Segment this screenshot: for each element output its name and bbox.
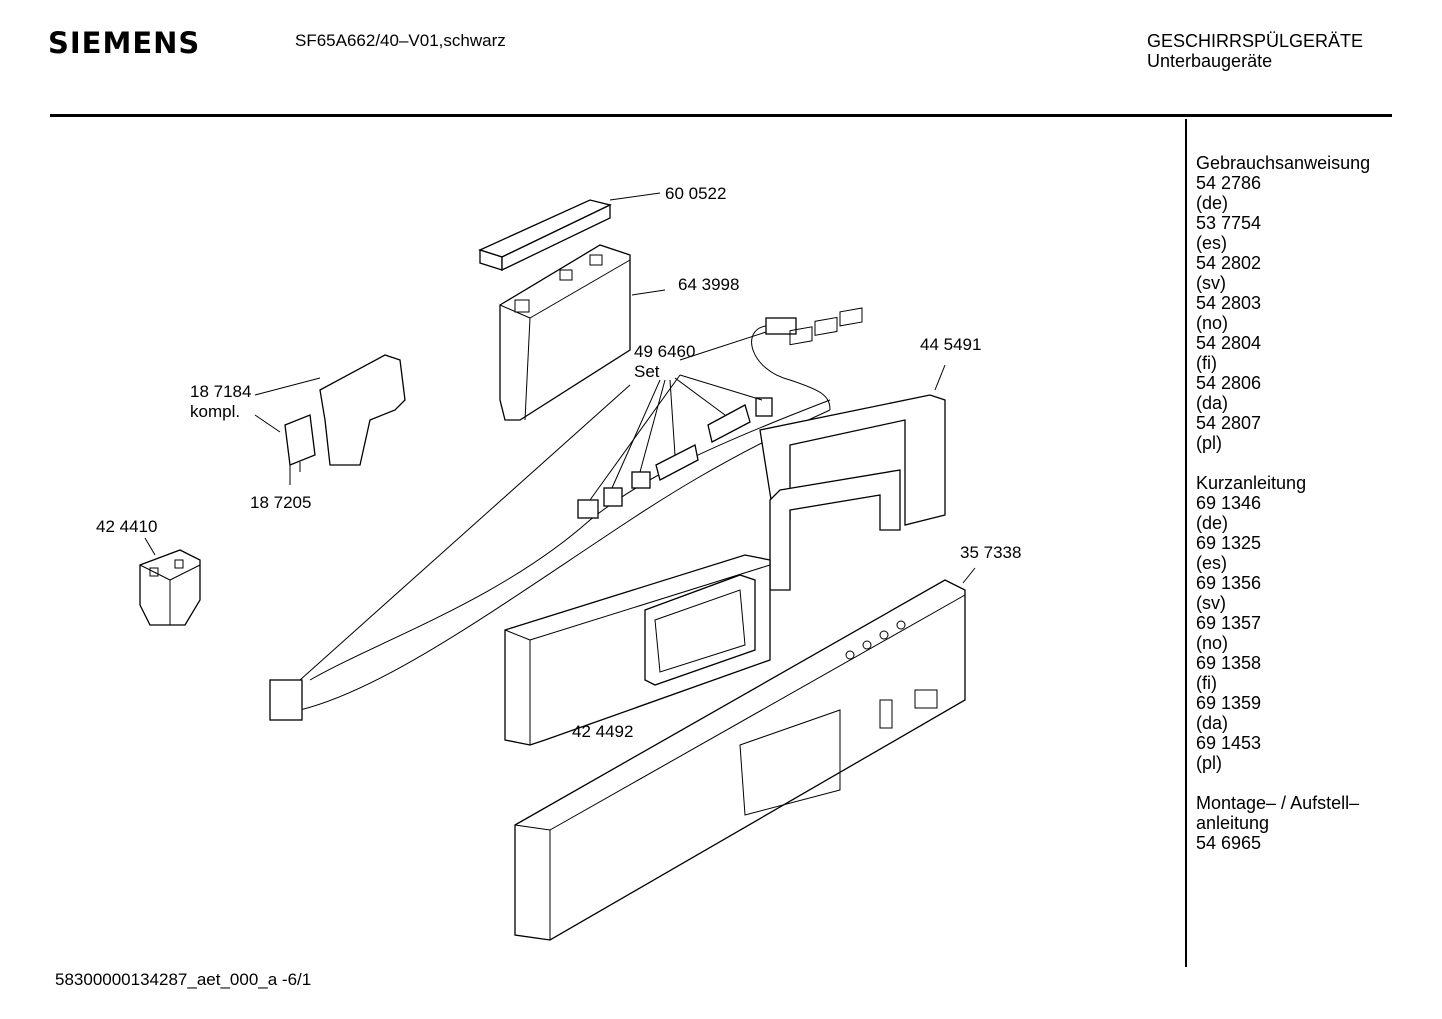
doc-language: (es) [1196,553,1227,573]
doc-language: (no) [1196,633,1229,653]
doc-number: 69 1453 [1196,733,1262,753]
doc-language: (fi) [1196,353,1217,373]
callout-424492: 42 4492 [572,722,633,741]
doc-number: 54 6965 [1196,833,1262,853]
doc-number: 69 1358 [1196,653,1262,673]
doc-language: (da) [1196,713,1229,733]
montage-title-cont: anleitung [1196,813,1270,833]
sidebar-divider [1185,119,1187,967]
montage-group: Montage– / Aufstell– anleitung 54 6965 [1196,793,1396,853]
kurzanleitung-title: Kurzanleitung [1196,473,1307,493]
doc-number: 69 1346 [1196,493,1262,513]
callout-187184: 18 7184 [190,382,251,401]
callout-496460-note: Set [634,362,660,381]
doc-language: (de) [1196,513,1229,533]
doc-number: 54 2804 [1196,333,1262,353]
doc-number: 54 2802 [1196,253,1262,273]
callout-187205: 18 7205 [250,493,311,512]
doc-number: 54 2806 [1196,373,1262,393]
callout-424410: 42 4410 [96,517,157,536]
doc-language: (pl) [1196,433,1222,453]
exploded-parts-diagram: 60 0522 64 3998 49 6460 Set 44 5491 18 7… [96,184,1021,941]
model-number: SF65A662/40–V01,schwarz [295,31,506,50]
category-title: GESCHIRRSPÜLGERÄTE [1147,31,1364,51]
part-496460 [269,317,831,721]
doc-number: 69 1325 [1196,533,1262,553]
callout-445491: 44 5491 [920,335,981,354]
doc-language: (fi) [1196,673,1217,693]
callout-357338: 35 7338 [960,543,1021,562]
part-424410 [139,537,201,626]
part-600522 [478,192,661,272]
category-subtitle: Unterbaugeräte [1147,51,1273,71]
doc-language: (da) [1196,393,1229,413]
doc-language: (sv) [1196,593,1226,613]
brand-logo: SIEMENS [48,26,201,60]
callout-187184-note: kompl. [190,402,240,421]
doc-number: 69 1357 [1196,613,1262,633]
document-code: 58300000134287_aet_000_a -6/1 [55,970,312,989]
gebrauchsanweisung-group: Gebrauchsanweisung 54 2786 (de) 53 7754 … [1196,153,1396,453]
part-357338 [514,567,976,941]
callout-643998: 64 3998 [678,275,739,294]
doc-language: (de) [1196,193,1229,213]
front-panel [504,554,771,746]
part-187184 [254,354,406,485]
documentation-list: Gebrauchsanweisung 54 2786 (de) 53 7754 … [1196,153,1396,873]
doc-language: (no) [1196,313,1229,333]
kurzanleitung-group: Kurzanleitung 69 1346 (de) 69 1325 (es) … [1196,473,1396,773]
doc-number: 54 2807 [1196,413,1262,433]
doc-number: 53 7754 [1196,213,1262,233]
montage-title: Montage– / Aufstell– [1196,793,1360,813]
callout-600522: 60 0522 [665,184,726,203]
callout-496460: 49 6460 [634,342,695,361]
doc-language: (sv) [1196,273,1226,293]
doc-language: (pl) [1196,753,1222,773]
doc-number: 69 1356 [1196,573,1262,593]
doc-number: 54 2786 [1196,173,1262,193]
doc-number: 69 1359 [1196,693,1262,713]
gebrauchsanweisung-title: Gebrauchsanweisung [1196,153,1371,173]
doc-number: 54 2803 [1196,293,1262,313]
header-divider [50,114,1392,117]
category: GESCHIRRSPÜLGERÄTE Unterbaugeräte [1147,31,1363,71]
part-643998 [499,244,666,421]
part-445491 [759,307,946,591]
doc-language: (es) [1196,233,1227,253]
